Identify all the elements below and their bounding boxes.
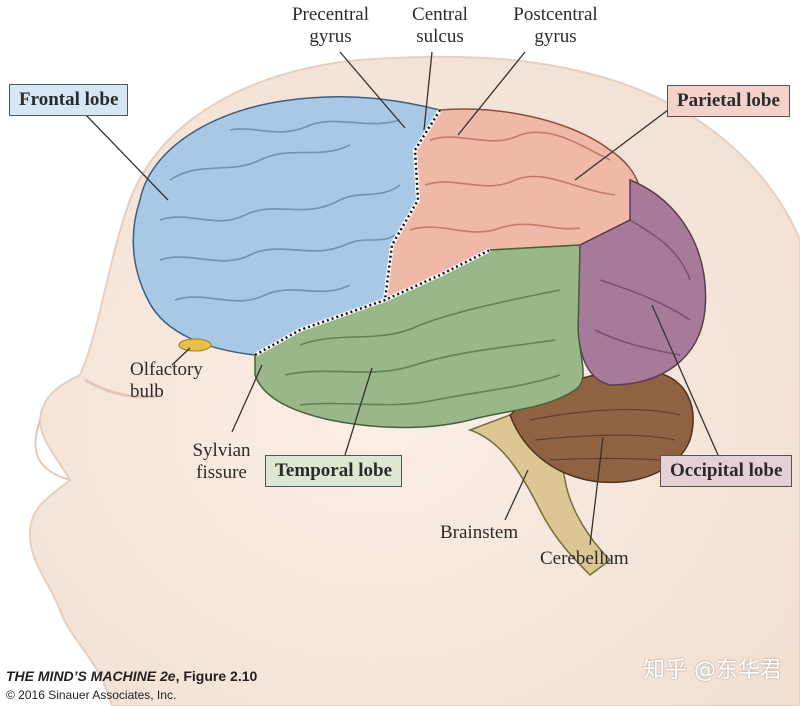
book-title: THE MIND’S MACHINE 2e: [6, 668, 176, 684]
occipital-lobe-box: Occipital lobe: [660, 455, 792, 487]
frontal-lobe-box: Frontal lobe: [9, 84, 128, 116]
precentral-gyrus-label: Precentral gyrus: [283, 4, 378, 48]
cerebellum-label: Cerebellum: [540, 548, 629, 570]
olfactory-bulb-label: Olfactory bulb: [130, 359, 203, 403]
copyright-line: © 2016 Sinauer Associates, Inc.: [6, 688, 176, 702]
central-sulcus-label: Central sulcus: [400, 4, 480, 48]
figure-number: , Figure 2.10: [176, 668, 258, 684]
olfactory-bulb-shape: [179, 339, 211, 351]
brainstem-label: Brainstem: [440, 522, 518, 544]
temporal-lobe-box: Temporal lobe: [265, 455, 402, 487]
sylvian-fissure-label: Sylvian fissure: [184, 440, 259, 484]
watermark: 知乎 @东华君: [643, 652, 782, 684]
figure-caption: THE MIND’S MACHINE 2e, Figure 2.10: [6, 668, 257, 684]
postcentral-gyrus-label: Postcentral gyrus: [503, 4, 608, 48]
parietal-lobe-box: Parietal lobe: [667, 85, 790, 117]
